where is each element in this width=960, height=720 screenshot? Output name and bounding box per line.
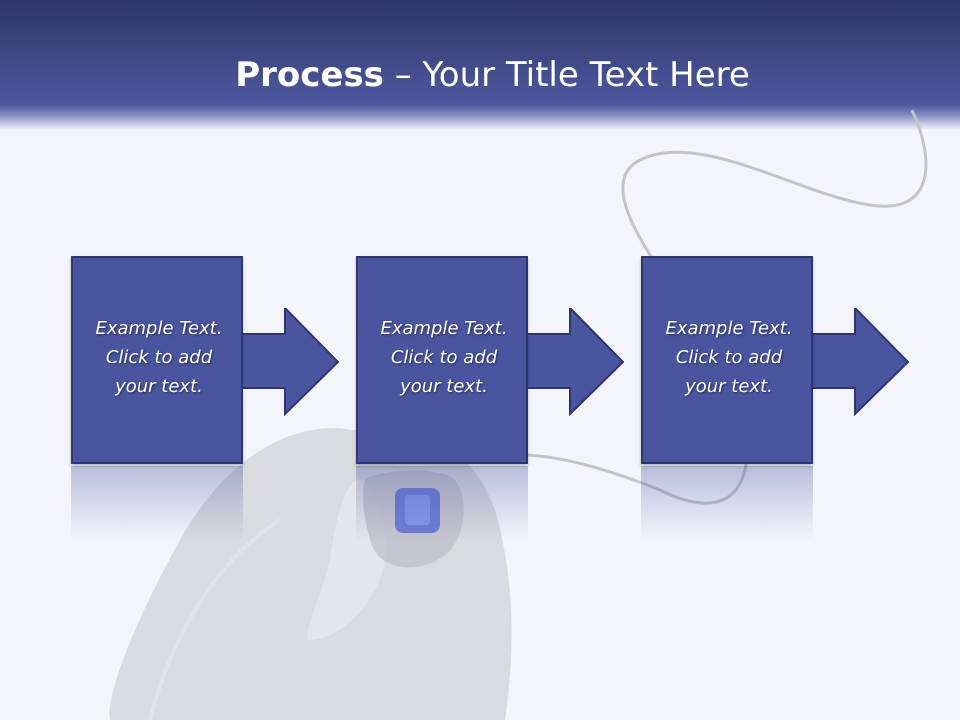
title-bar [0, 0, 960, 130]
title-rest: – Your Title Text Here [383, 55, 750, 95]
step-text-line-2: Click to add [390, 347, 498, 368]
step-text-line-1: Example Text. [95, 318, 223, 339]
step-reflection [71, 466, 243, 541]
title-bold: Process [235, 55, 384, 95]
step-text-line-2: Click to add [105, 347, 213, 368]
arrow-right-icon [239, 308, 339, 416]
arrow-right-icon [809, 308, 909, 416]
step-text[interactable]: Example Text. Click to add your text. [73, 314, 245, 401]
step-text-line-1: Example Text. [665, 318, 793, 339]
step-box[interactable]: Example Text. Click to add your text. [356, 256, 528, 464]
step-box[interactable]: Example Text. Click to add your text. [71, 256, 243, 464]
step-text-line-3: your text. [685, 376, 773, 397]
step-reflection [641, 466, 813, 541]
step-text[interactable]: Example Text. Click to add your text. [643, 314, 815, 401]
page-title[interactable]: Process – Your Title Text Here [0, 50, 960, 100]
step-text[interactable]: Example Text. Click to add your text. [358, 314, 530, 401]
step-text-line-3: your text. [115, 376, 203, 397]
step-text-line-1: Example Text. [380, 318, 508, 339]
step-reflection [356, 466, 528, 541]
step-box[interactable]: Example Text. Click to add your text. [641, 256, 813, 464]
step-text-line-2: Click to add [675, 347, 783, 368]
step-text-line-3: your text. [400, 376, 488, 397]
arrow-reflection [239, 518, 339, 578]
arrow-right-icon [524, 308, 624, 416]
